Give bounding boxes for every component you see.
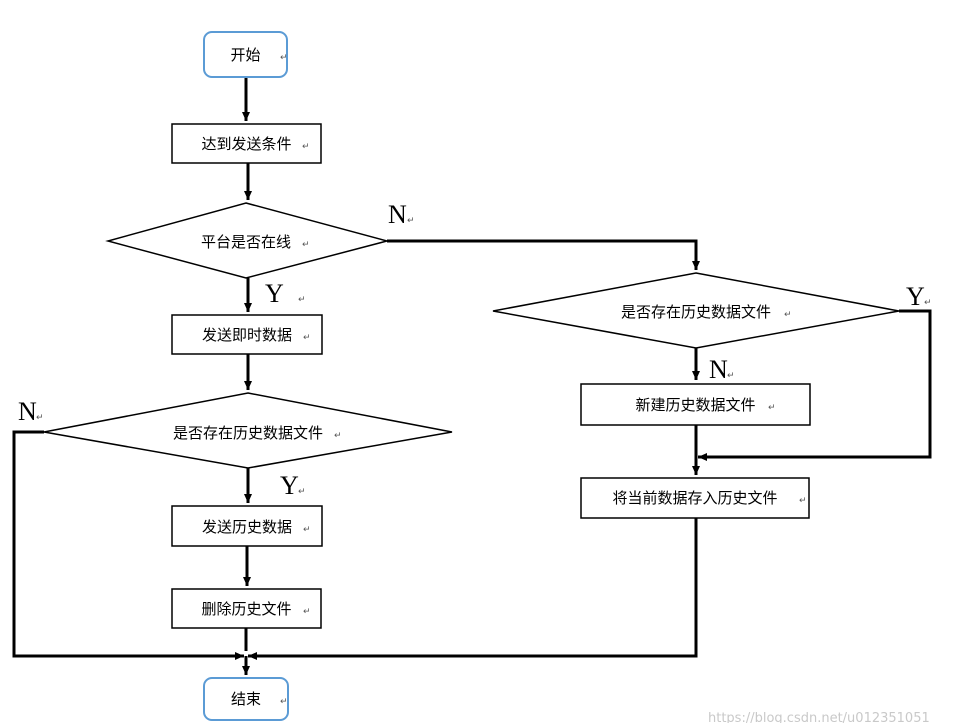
right-history-exists-label: 是否存在历史数据文件	[621, 303, 771, 321]
left-no-label: N	[18, 397, 37, 426]
paragraph-mark: ↵	[799, 496, 807, 506]
paragraph-mark: ↵	[280, 697, 288, 707]
delete-history-label: 删除历史文件	[201, 600, 291, 618]
paragraph-mark: ↵	[280, 53, 288, 63]
left-history-exists-decision: 是否存在历史数据文件	[43, 392, 453, 469]
reach-condition-box: 达到发送条件	[171, 123, 322, 164]
paragraph-mark: ↵	[298, 487, 306, 497]
paragraph-mark: ↵	[768, 403, 776, 413]
end-label: 结束	[231, 690, 261, 708]
create-history-box: 新建历史数据文件	[580, 383, 811, 426]
reach-condition-label: 达到发送条件	[201, 135, 291, 153]
edge-right-yes	[698, 309, 932, 461]
paragraph-mark: ↵	[302, 240, 310, 250]
edge-store-to-merge	[248, 518, 698, 660]
paragraph-mark: ↵	[727, 371, 735, 381]
send-history-label: 发送历史数据	[202, 518, 292, 536]
start-node: 开始	[203, 31, 288, 78]
paragraph-marks: ↵ ↵ ↵ ↵ ↵ ↵ ↵ ↵ ↵ ↵ ↵ ↵ ↵ ↵ ↵ ↵ ↵	[36, 53, 932, 707]
paragraph-mark: ↵	[36, 413, 44, 423]
paragraph-mark: ↵	[303, 333, 311, 343]
watermark-text: https://blog.csdn.net/u012351051	[708, 711, 930, 723]
left-yes-label: Y	[280, 471, 299, 500]
edge-left-no	[12, 430, 244, 660]
delete-history-box: 删除历史文件	[171, 588, 322, 629]
start-label: 开始	[230, 46, 260, 64]
paragraph-mark: ↵	[334, 431, 342, 441]
paragraph-mark: ↵	[303, 525, 311, 535]
send-history-box: 发送历史数据	[171, 505, 323, 547]
create-history-label: 新建历史数据文件	[635, 396, 755, 414]
end-node: 结束	[203, 677, 289, 721]
paragraph-mark: ↵	[924, 298, 932, 308]
paragraph-mark: ↵	[784, 310, 792, 320]
online-yes-label: Y	[265, 279, 284, 308]
left-history-exists-label: 是否存在历史数据文件	[173, 424, 323, 442]
paragraph-mark: ↵	[407, 216, 415, 226]
send-realtime-box: 发送即时数据	[171, 314, 323, 355]
right-no-label: N	[709, 355, 728, 384]
paragraph-mark: ↵	[302, 142, 310, 152]
store-current-label: 将当前数据存入历史文件	[612, 489, 777, 507]
platform-online-label: 平台是否在线	[201, 233, 291, 251]
paragraph-mark: ↵	[298, 295, 306, 305]
platform-online-decision: 平台是否在线	[105, 202, 390, 279]
send-realtime-label: 发送即时数据	[202, 326, 292, 344]
paragraph-mark: ↵	[303, 607, 311, 617]
store-current-box: 将当前数据存入历史文件	[580, 477, 810, 519]
right-yes-label: Y	[906, 282, 925, 311]
connectors	[12, 77, 932, 675]
right-history-exists-decision: 是否存在历史数据文件	[492, 272, 900, 349]
edge-online-no	[387, 239, 700, 270]
online-no-label: N	[388, 200, 407, 229]
